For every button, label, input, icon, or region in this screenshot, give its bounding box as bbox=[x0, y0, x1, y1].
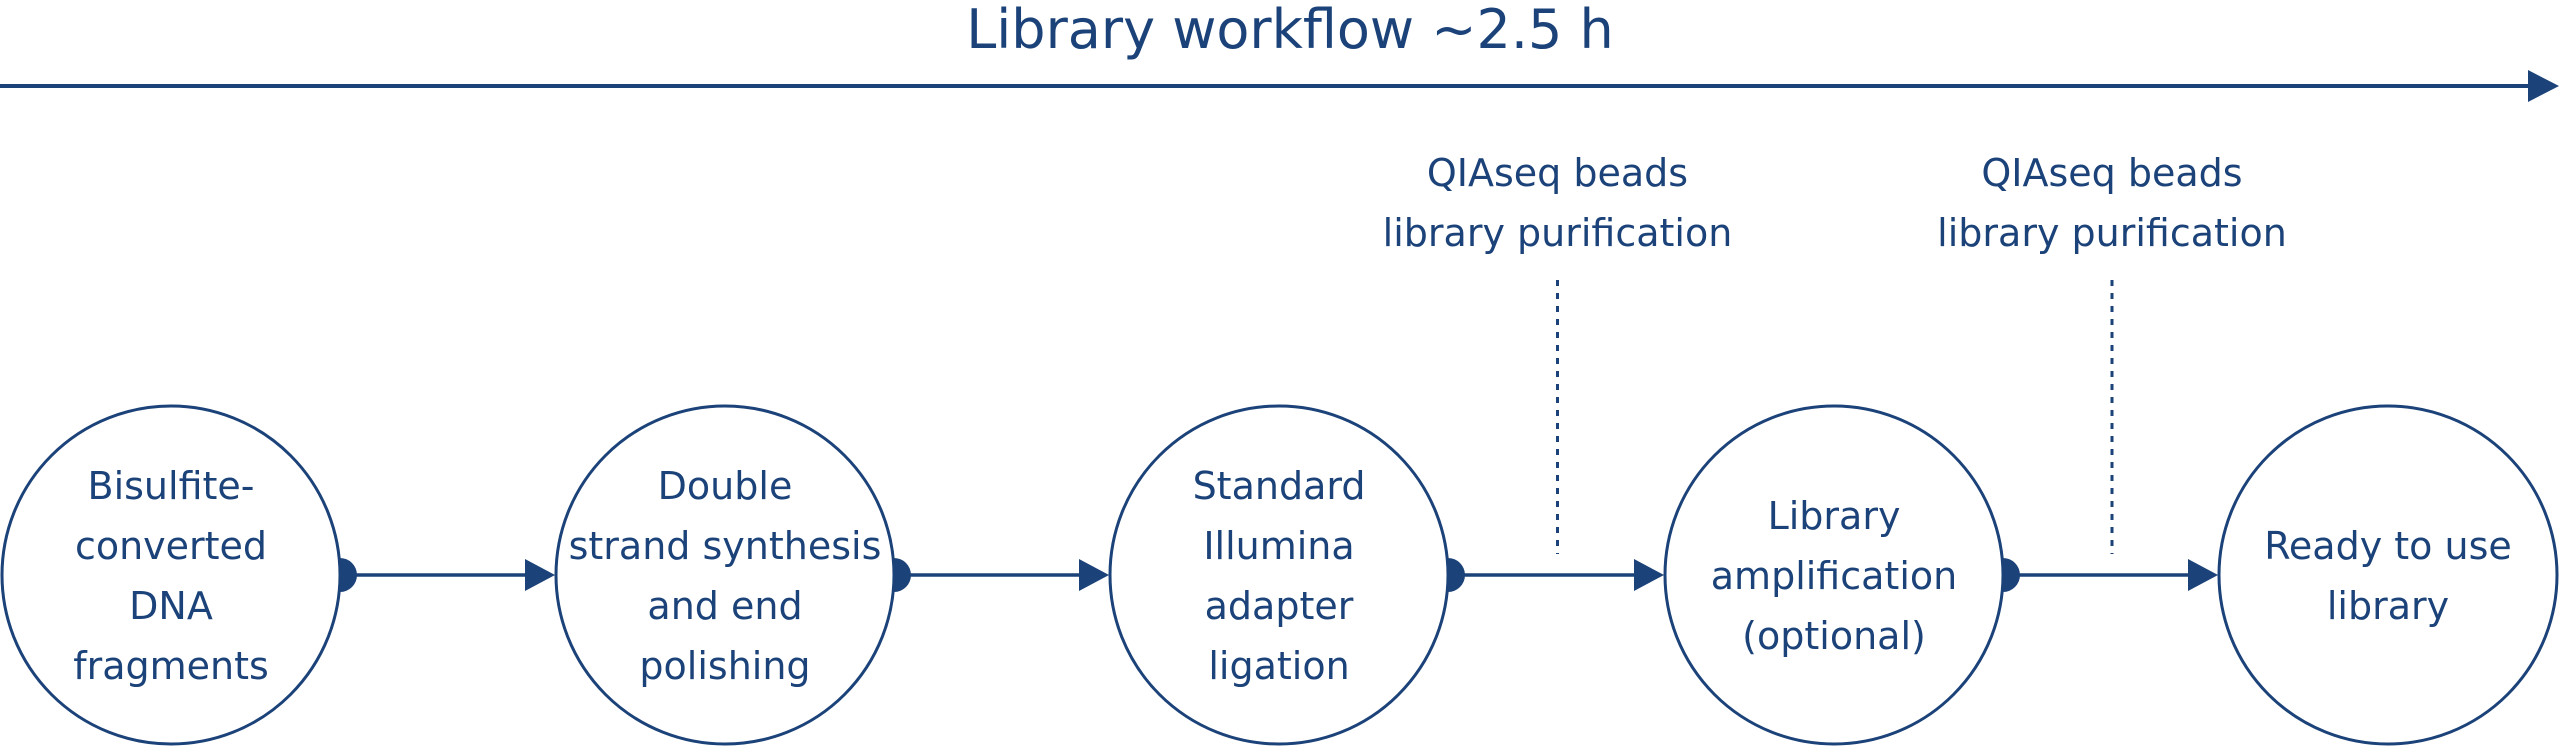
step-label-line: Bisulfite- bbox=[88, 464, 255, 508]
annotation-label: QIAseq beads library purification bbox=[1383, 151, 1733, 255]
step-label-line: amplification bbox=[1711, 554, 1957, 598]
step-label: Ready to use library bbox=[2264, 524, 2512, 628]
timeline-arrowhead-icon bbox=[2528, 70, 2559, 102]
step-label-line: library bbox=[2327, 584, 2449, 628]
annotation-label: QIAseq beads library purification bbox=[1937, 151, 2287, 255]
step-label-line: and end bbox=[647, 584, 802, 628]
annotation-label-line: QIAseq beads bbox=[1427, 151, 1688, 195]
purification-annotation: QIAseq beads library purification bbox=[1937, 151, 2287, 554]
annotation-label-line: library purification bbox=[1937, 211, 2287, 255]
step-label-line: polishing bbox=[639, 644, 810, 688]
step-label-line: Illumina bbox=[1203, 524, 1354, 568]
step-circle bbox=[554, 404, 896, 746]
step-label-line: converted bbox=[75, 524, 267, 568]
step-connector bbox=[1431, 558, 1664, 592]
arrowhead-icon bbox=[1634, 559, 1664, 591]
step-label-line: Ready to use bbox=[2264, 524, 2512, 568]
step-connector bbox=[323, 558, 555, 592]
workflow-step: Double strand synthesis and end polishing bbox=[554, 404, 896, 746]
arrowhead-icon bbox=[1079, 559, 1109, 591]
annotation-label-line: library purification bbox=[1383, 211, 1733, 255]
step-label: Library amplification (optional) bbox=[1711, 494, 1957, 658]
arrowhead-icon bbox=[2188, 559, 2218, 591]
step-label-line: DNA bbox=[129, 584, 213, 628]
arrowhead-icon bbox=[525, 559, 555, 591]
purification-annotation: QIAseq beads library purification bbox=[1383, 151, 1733, 554]
step-label: Double strand synthesis and end polishing bbox=[569, 464, 882, 688]
step-label-line: adapter bbox=[1205, 584, 1354, 628]
step-label-line: ligation bbox=[1208, 644, 1349, 688]
step-connector bbox=[1986, 558, 2218, 592]
workflow-step: Library amplification (optional) bbox=[1663, 404, 2005, 746]
step-circle bbox=[0, 404, 342, 746]
workflow-step: Ready to use library bbox=[2217, 404, 2559, 746]
annotation-label-line: QIAseq beads bbox=[1981, 151, 2242, 195]
step-label-line: fragments bbox=[73, 644, 269, 688]
step-circle bbox=[1108, 404, 1450, 746]
step-circle bbox=[2217, 404, 2559, 746]
workflow-title: Library workflow ~2.5 h bbox=[966, 0, 1614, 61]
step-label-line: (optional) bbox=[1742, 614, 1926, 658]
connectors bbox=[323, 558, 2218, 592]
step-connector bbox=[877, 558, 1109, 592]
step-circle bbox=[1663, 404, 2005, 746]
step-label-line: Double bbox=[658, 464, 793, 508]
step-label-line: strand synthesis bbox=[569, 524, 882, 568]
step-label-line: Standard bbox=[1193, 464, 1366, 508]
step-label-line: Library bbox=[1768, 494, 1901, 538]
